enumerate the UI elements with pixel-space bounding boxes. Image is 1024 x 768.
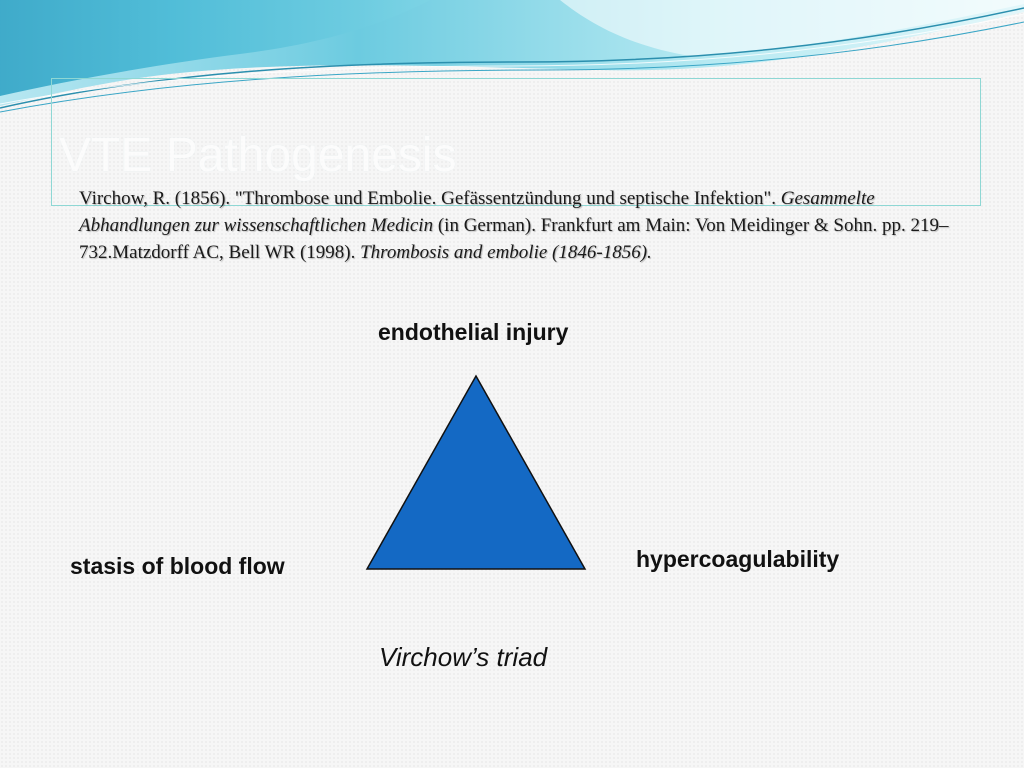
hypercoagulability-label: hypercoagulability [636,546,840,572]
citation-text-1: Virchow, R. (1856). "Thrombose und Embol… [79,188,781,209]
triad-triangle [365,374,587,570]
title-placeholder-frame [51,78,981,206]
slide-title: VTE Pathogenesis [59,129,457,182]
citation-book-title: Thrombosis and embolie (1846-1856). [360,242,652,263]
endothelial-injury-label: endothelial injury [378,319,569,345]
stasis-of-blood-flow-label: stasis of blood flow [70,553,285,579]
virchows-triad-caption: Virchow’s triad [379,642,548,672]
wave-header-decoration [0,0,1024,113]
citation-text-2: (in German). Frankfurt am Main: Von Meid… [79,215,949,263]
virchow-citation: Virchow, R. (1856). "Thrombose und Embol… [79,185,959,266]
citation-journal-title: Gesammelte Abhandlungen zur wissenschaft… [79,188,875,236]
